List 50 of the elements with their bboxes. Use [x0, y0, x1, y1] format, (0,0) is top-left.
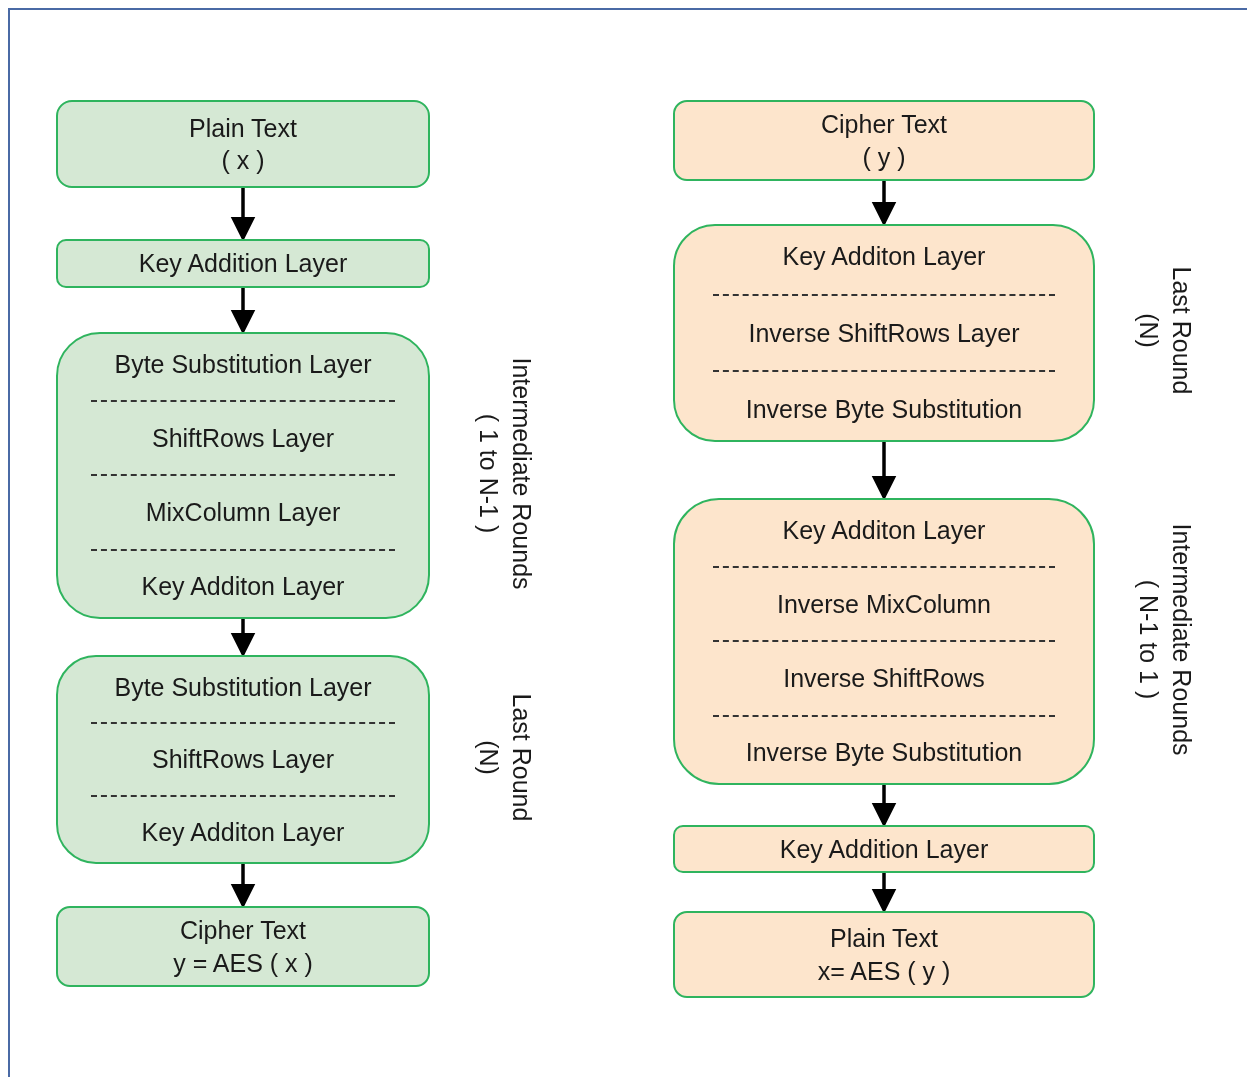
- layer-label: Cipher Text: [180, 915, 306, 946]
- round-label: Last Round: [506, 693, 537, 821]
- layer-label: ( y ): [862, 141, 906, 173]
- layer-label: Key Additon Layer: [782, 514, 986, 546]
- round-label: ( N-1 to 1 ): [1134, 579, 1164, 699]
- layer-label: Key Additon Layer: [782, 241, 986, 273]
- layer-label: ShiftRows Layer: [152, 423, 334, 455]
- arrow: [871, 442, 897, 501]
- arrow: [230, 188, 256, 242]
- layer-label: Inverse MixColumn: [777, 589, 991, 621]
- layer-label: ( x ): [221, 145, 265, 176]
- arrow: [871, 181, 897, 227]
- layer-label: Inverse ShiftRows Layer: [748, 317, 1020, 349]
- arrow: [230, 619, 256, 658]
- round-label: Intermediate Rounds: [1166, 522, 1197, 756]
- layer-label: Key Additon Layer: [141, 571, 345, 603]
- layer-label: Key Addition Layer: [138, 248, 348, 280]
- round-label: (N): [474, 739, 504, 775]
- process-box: [56, 332, 430, 619]
- layer-label: Cipher Text: [821, 109, 947, 140]
- process-box: [56, 655, 430, 864]
- arrow: [871, 785, 897, 828]
- round-label: Last Round: [1166, 266, 1197, 395]
- layer-label: Key Addition Layer: [779, 833, 989, 865]
- round-label: (N): [1134, 313, 1164, 348]
- round-label: Intermediate Rounds: [506, 356, 537, 590]
- layer-label: Byte Substitution Layer: [114, 671, 372, 703]
- process-box: [673, 911, 1095, 998]
- arrow: [230, 288, 256, 335]
- process-box: [56, 100, 430, 188]
- layer-label: x= AES ( y ): [817, 955, 951, 987]
- process-box: [673, 224, 1095, 442]
- process-box: [56, 239, 430, 288]
- layer-label: Plain Text: [830, 923, 938, 954]
- process-box: [673, 825, 1095, 873]
- layer-label: Plain Text: [189, 112, 297, 144]
- layer-label: Inverse Byte Substitution: [745, 737, 1023, 769]
- layer-label: Inverse ShiftRows: [783, 663, 985, 695]
- process-box: [673, 100, 1095, 181]
- layer-label: Inverse Byte Substitution: [745, 394, 1023, 425]
- arrow: [230, 864, 256, 909]
- layer-label: Key Additon Layer: [141, 816, 345, 848]
- layer-label: ShiftRows Layer: [152, 744, 334, 776]
- layer-label: Byte Substitution Layer: [114, 348, 372, 380]
- layer-label: MixColumn Layer: [145, 497, 341, 529]
- process-box: [673, 498, 1095, 785]
- arrow: [871, 873, 897, 914]
- round-label: ( 1 to N-1 ): [474, 413, 504, 533]
- layer-label: y = AES ( x ): [173, 947, 313, 979]
- process-box: [56, 906, 430, 987]
